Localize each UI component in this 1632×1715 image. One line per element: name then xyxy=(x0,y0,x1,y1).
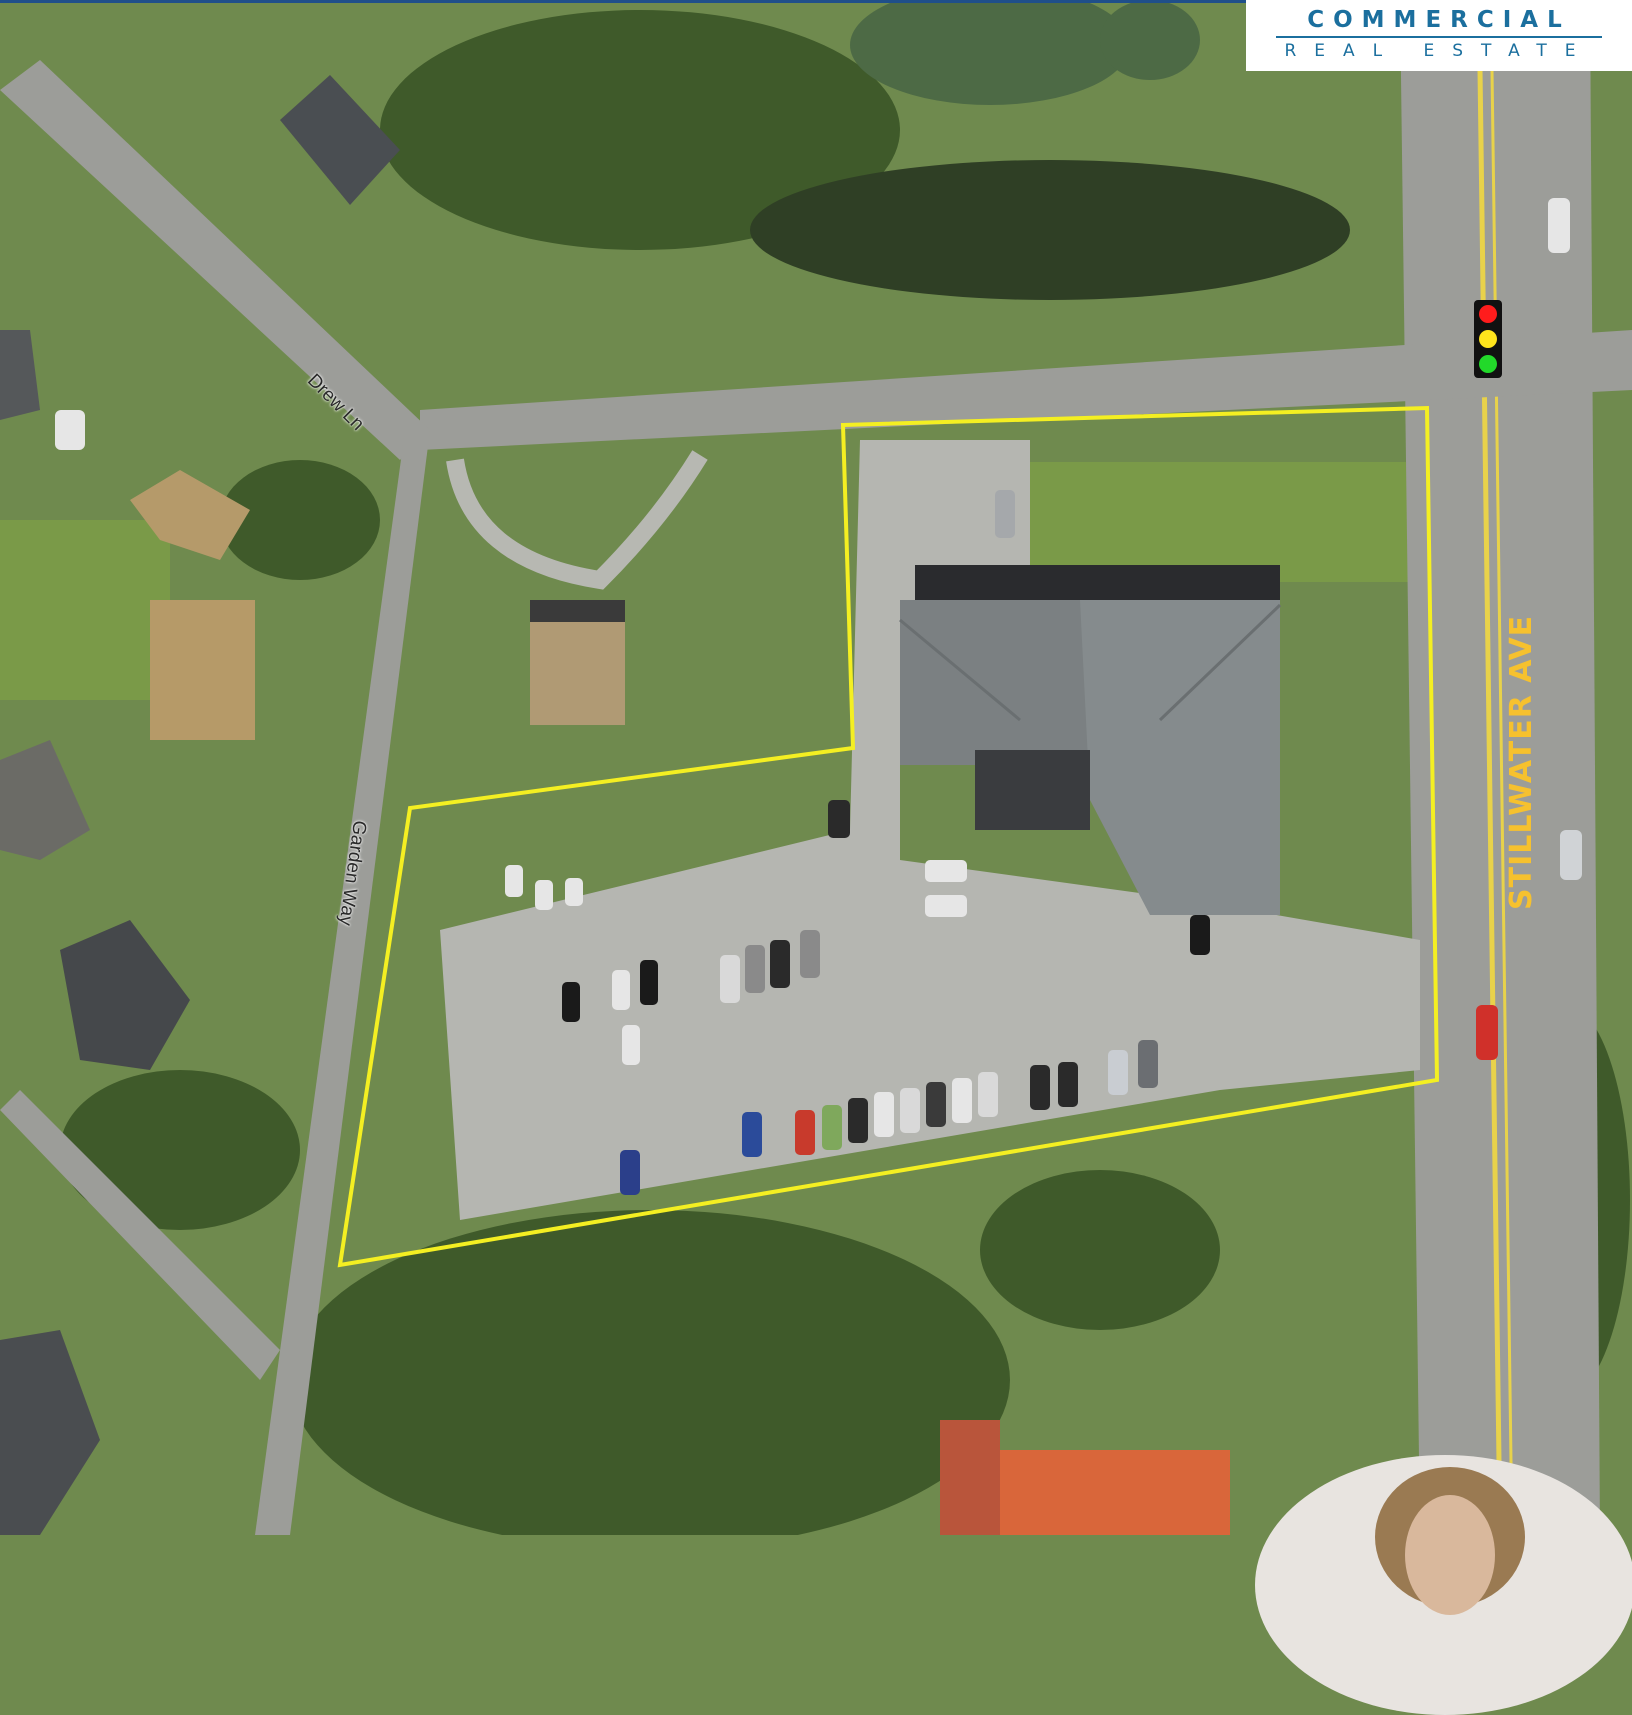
main-building xyxy=(899,565,1282,915)
traffic-light-red-lamp xyxy=(1479,305,1497,323)
cars xyxy=(55,198,1582,1195)
drew-ln-road xyxy=(420,330,1632,450)
traffic-light-yellow-lamp xyxy=(1479,330,1497,348)
garden-way-road xyxy=(255,430,430,1535)
driveway xyxy=(446,450,708,590)
houses xyxy=(0,75,625,1535)
pond-small xyxy=(1100,0,1200,80)
logo-line-real-estate: REAL ESTATE xyxy=(1284,41,1594,61)
side-road xyxy=(0,1090,280,1380)
header-accent-bar xyxy=(0,0,1246,3)
lawn-areas xyxy=(0,462,1420,700)
drew-ln-west-road xyxy=(0,60,430,460)
traffic-light-icon xyxy=(1474,300,1502,378)
property-boundary xyxy=(337,405,1440,1268)
street-label-stillwater-ave: STILLWATER AVE xyxy=(1504,614,1539,910)
avatar-face xyxy=(1405,1495,1495,1615)
aerial-map xyxy=(0,0,1632,1535)
logo-line-commercial: COMMERCIAL xyxy=(1307,7,1571,33)
avatar xyxy=(1255,1455,1632,1715)
traffic-light-green-lamp xyxy=(1479,355,1497,373)
company-logo: COMMERCIAL REAL ESTATE xyxy=(1246,0,1632,71)
pond xyxy=(850,0,1130,105)
orange-building xyxy=(940,1420,1230,1535)
parking-lot xyxy=(440,440,1420,1220)
logo-divider xyxy=(1276,36,1602,38)
